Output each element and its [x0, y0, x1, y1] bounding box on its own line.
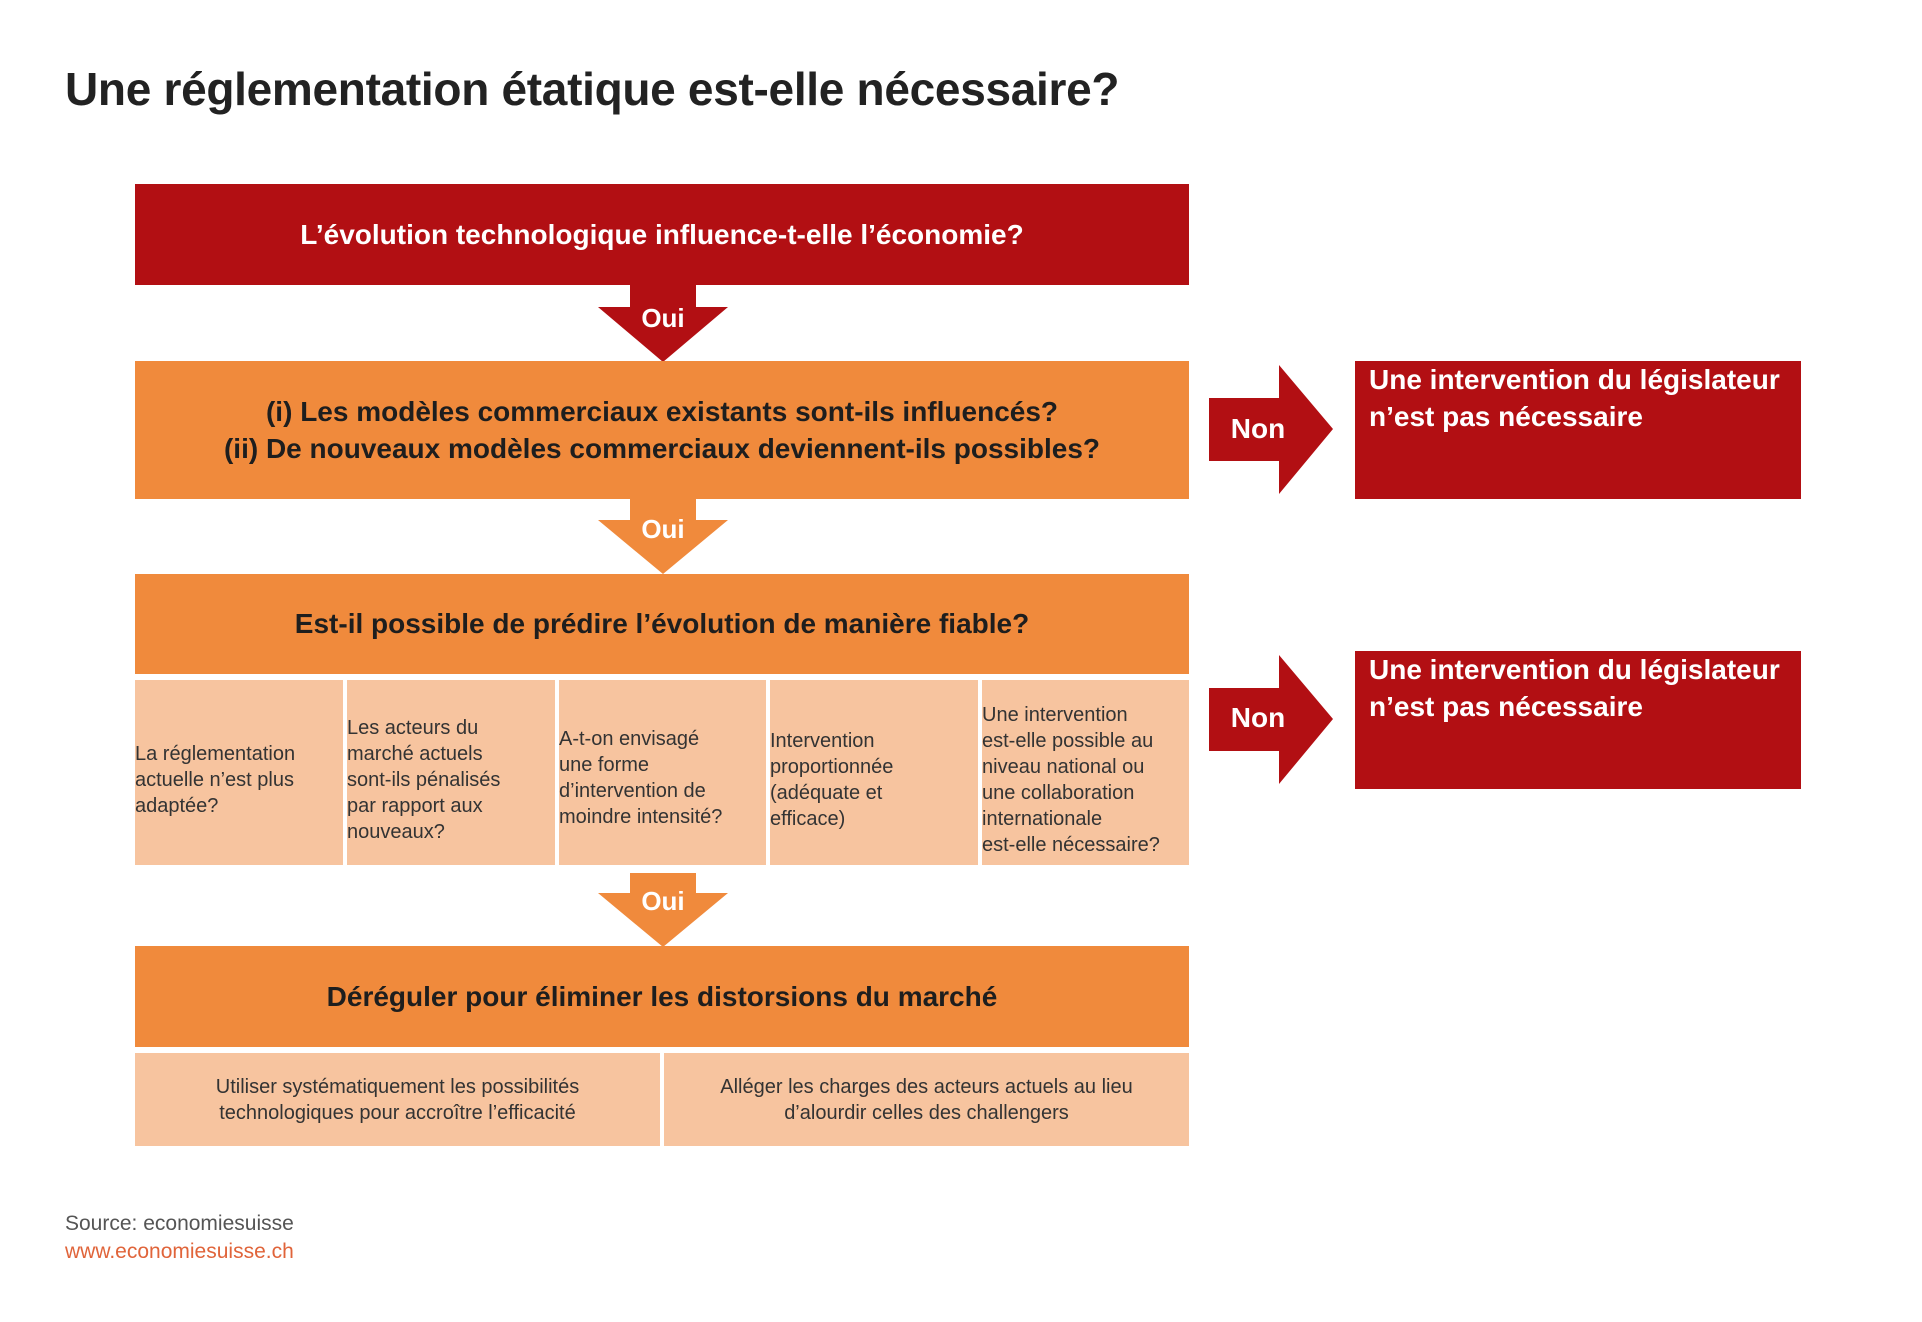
criteria-2-line-5: nouveaux?: [347, 820, 445, 843]
criteria-box-4: Intervention proportionnée (adéquate et …: [770, 680, 978, 865]
action-box-1: Utiliser systématiquement les possibilit…: [135, 1053, 660, 1146]
criteria-2-line-2: marché actuels: [347, 742, 483, 765]
non-label-1: Non: [1230, 413, 1286, 444]
result-2-line-2: n’est pas nécessaire: [1369, 691, 1643, 722]
page-title: Une réglementation étatique est-elle néc…: [65, 63, 1120, 115]
question-technology-influence: L’évolution technologique influence-t-el…: [135, 184, 1189, 285]
non-label-2: Non: [1230, 702, 1286, 733]
arrow-right-non-2: [1209, 655, 1333, 784]
criteria-box-2: Les acteurs du marché actuels sont-ils p…: [347, 680, 555, 865]
result-2-line-1: Une intervention du législateur: [1369, 654, 1780, 685]
criteria-3-line-1: A-t-on envisagé: [559, 727, 700, 750]
action-2-line-1: Alléger les charges des acteurs actuels …: [720, 1075, 1133, 1098]
oui-label-1: Oui: [641, 303, 685, 333]
arrow-right-non-1: [1209, 365, 1333, 494]
criteria-5-line-5: internationale: [982, 807, 1103, 830]
criteria-3-line-4: moindre intensité?: [559, 805, 723, 828]
result-no-intervention-2: Une intervention du législateur n’est pa…: [1355, 651, 1801, 789]
criteria-box-5: Une intervention est-elle possible au ni…: [982, 680, 1189, 865]
question-business-models: (i) Les modèles commerciaux existants so…: [135, 361, 1189, 499]
criteria-2-line-3: sont-ils pénalisés: [347, 768, 501, 791]
question-business-models-line-1: (i) Les modèles commerciaux existants so…: [265, 396, 1059, 427]
criteria-3-line-3: d’intervention de: [559, 779, 706, 802]
criteria-2-line-1: Les acteurs du: [347, 716, 479, 739]
website-link[interactable]: www.economiesuisse.ch: [65, 1240, 294, 1263]
criteria-4-line-2: proportionnée: [770, 755, 894, 778]
criteria-1-line-3: adaptée?: [135, 794, 219, 817]
oui-label-3: Oui: [641, 886, 685, 916]
criteria-5-line-2: est-elle possible au: [982, 729, 1154, 752]
criteria-4-line-3: (adéquate et: [770, 781, 883, 804]
criteria-5-line-3: niveau national ou: [982, 755, 1145, 778]
action-2-line-2: d’alourdir celles des challengers: [784, 1101, 1069, 1124]
action-1-line-2: technologiques pour accroître l’efficaci…: [219, 1101, 576, 1124]
criteria-5-line-4: une collaboration: [982, 781, 1135, 804]
result-no-intervention-1: Une intervention du législateur n’est pa…: [1355, 361, 1801, 499]
oui-label-2: Oui: [641, 514, 685, 544]
criteria-4-line-1: Intervention: [770, 729, 875, 752]
question-business-models-line-2: (ii) De nouveaux modèles commerciaux dev…: [223, 433, 1101, 464]
criteria-5-line-6: est-elle nécessaire?: [982, 833, 1160, 856]
action-1-line-1: Utiliser systématiquement les possibilit…: [215, 1075, 580, 1098]
result-1-line-2: n’est pas nécessaire: [1369, 401, 1643, 432]
criteria-1-line-1: La réglementation: [135, 742, 296, 765]
action-box-2: Alléger les charges des acteurs actuels …: [664, 1053, 1189, 1146]
criteria-box-1: La réglementation actuelle n’est plus ad…: [135, 680, 343, 865]
arrow-down-oui-1: [598, 285, 728, 362]
action-deregulate: Déréguler pour éliminer les distorsions …: [135, 946, 1189, 1047]
arrow-down-oui-3: [598, 873, 728, 947]
source-text: Source: economiesuisse: [65, 1212, 294, 1235]
criteria-1-line-2: actuelle n’est plus: [135, 768, 294, 791]
criteria-box-3: A-t-on envisagé une forme d’intervention…: [559, 680, 766, 865]
question-predict-evolution: Est-il possible de prédire l’évolution d…: [135, 574, 1189, 674]
result-1-line-1: Une intervention du législateur: [1369, 364, 1780, 395]
criteria-2-line-4: par rapport aux: [347, 794, 483, 817]
criteria-4-line-4: efficace): [770, 807, 846, 830]
criteria-5-line-1: Une intervention: [982, 703, 1128, 726]
criteria-3-line-2: une forme: [559, 753, 650, 776]
arrow-down-oui-2: [598, 499, 728, 574]
